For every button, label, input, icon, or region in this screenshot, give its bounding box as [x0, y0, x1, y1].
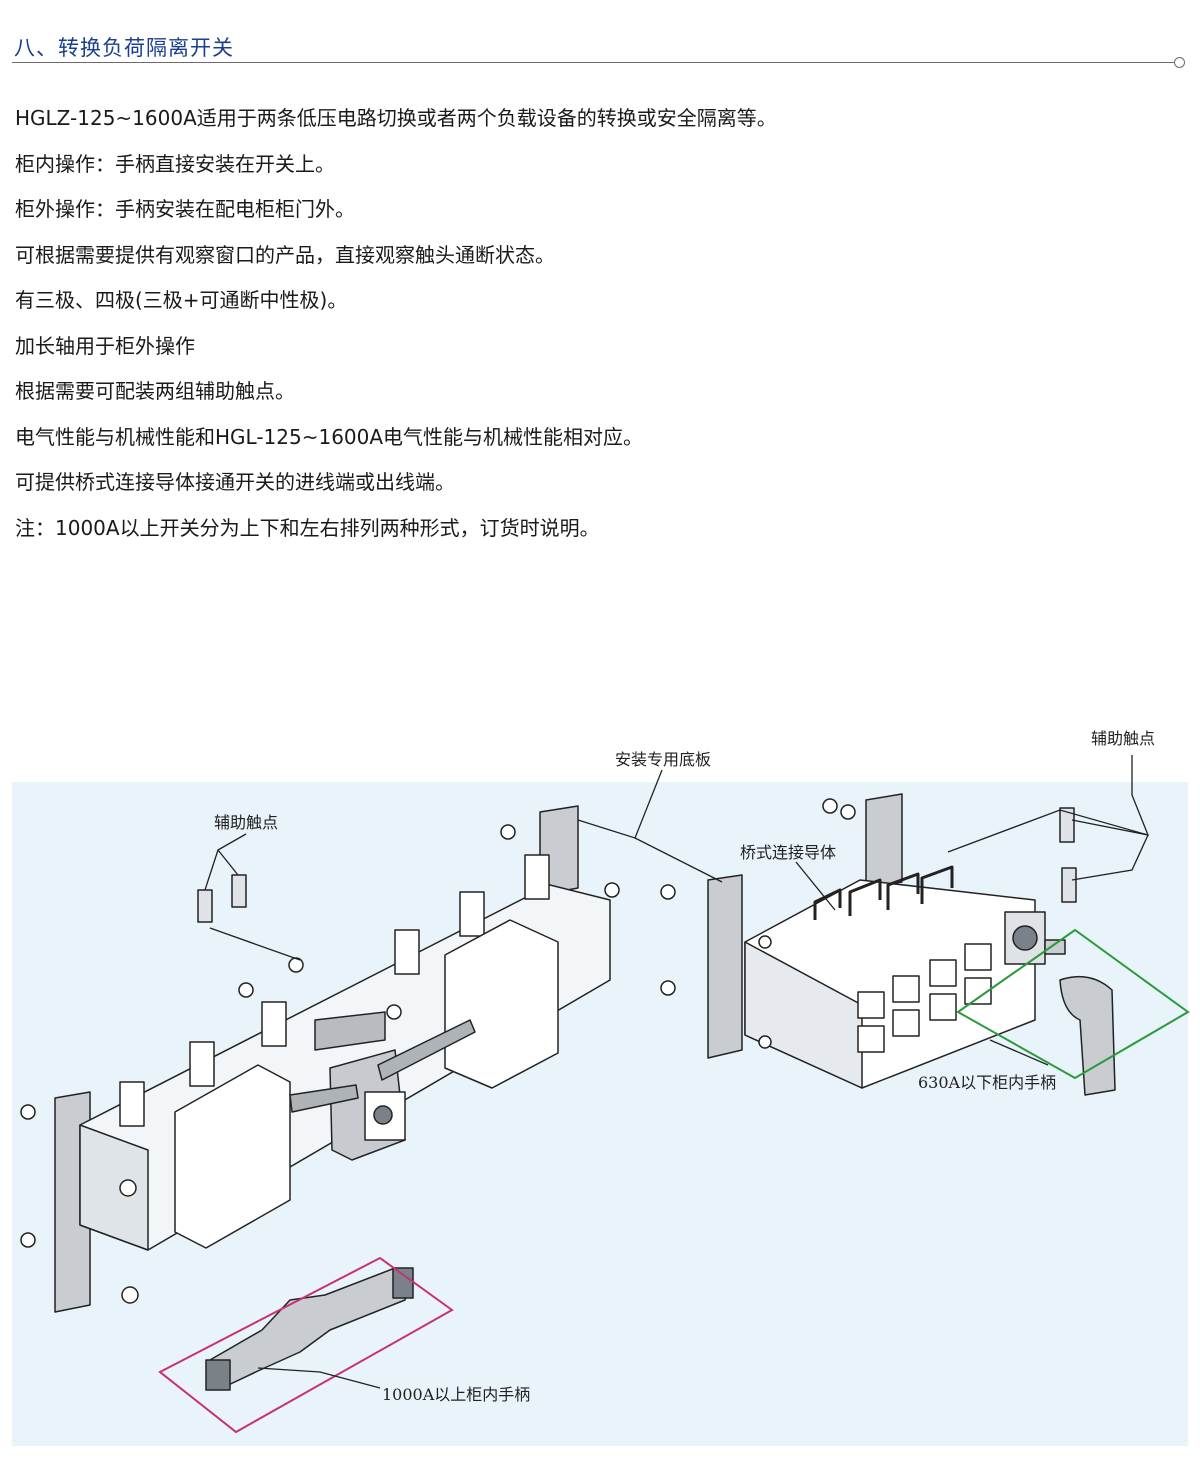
terminal-tab — [524, 854, 550, 900]
handle-630 — [1059, 975, 1116, 1096]
nut — [288, 957, 304, 973]
nut — [840, 804, 856, 820]
terminal-window — [892, 1009, 920, 1037]
terminal-window — [892, 975, 920, 1003]
mounting-plate-right-top — [865, 793, 903, 889]
aux-contact — [231, 874, 247, 908]
callout-handle-630: 630A以下柜内手柄 — [918, 1073, 1056, 1092]
switch-diagram: 辅助触点 安装专用底板 辅助触点 桥式连接导体 630A以下柜内手柄 1000A… — [0, 720, 1200, 1478]
shaft-end — [373, 1105, 393, 1125]
spec-line: 柜外操作：手柄安装在配电柜柜门外。 — [15, 197, 355, 221]
spec-line: 电气性能与机械性能和HGL-125~1600A电气性能与机械性能相对应。 — [15, 424, 644, 449]
handle-1000-grip — [392, 1267, 414, 1299]
aux-contact — [1059, 807, 1075, 843]
nut — [20, 1232, 36, 1248]
bridge-conductor — [920, 865, 954, 904]
handle-1000-grip — [205, 1359, 231, 1391]
linkage-arm — [289, 1084, 359, 1113]
handle-1000-drawing — [205, 1267, 414, 1391]
callout-mounting-plate: 安装专用底板 — [615, 750, 711, 769]
callout-aux-contact-left: 辅助触点 — [214, 813, 278, 832]
bolt — [758, 1035, 772, 1049]
switch-body-side — [79, 1124, 149, 1251]
compact-switch-drawing — [660, 793, 1116, 1096]
callout-bridge-conductor: 桥式连接导体 — [740, 843, 836, 862]
bolt — [119, 1179, 137, 1197]
terminal-tab — [394, 929, 420, 975]
shaft — [1044, 939, 1066, 955]
handle-1000-highlight — [158, 1256, 454, 1434]
bridge-conductor — [886, 872, 920, 910]
header-divider — [12, 62, 1174, 63]
terminal-window — [857, 991, 885, 1019]
terminal-tab — [459, 891, 485, 937]
shaft-end — [1012, 925, 1038, 951]
nut — [660, 980, 676, 996]
terminal-tab — [261, 1001, 287, 1047]
compact-body-side — [744, 941, 863, 1089]
bracket — [314, 1011, 386, 1051]
aux-contact — [197, 889, 213, 923]
section-header: 八、转换负荷隔离开关 — [12, 28, 1188, 68]
nut — [822, 798, 838, 814]
nut — [500, 824, 516, 840]
large-switch-drawing — [20, 805, 620, 1313]
callout-handle-1000: 1000A以上柜内手柄 — [382, 1385, 530, 1404]
bridge-conductor — [848, 878, 882, 916]
nut — [20, 1104, 36, 1120]
terminal-window — [964, 943, 992, 971]
spec-line: 可根据需要提供有观察窗口的产品，直接观察触头通断状态。 — [15, 242, 555, 267]
terminal-tab — [189, 1041, 215, 1087]
header-end-dot — [1174, 57, 1185, 68]
bolt — [121, 1286, 139, 1304]
spec-line: 加长轴用于柜外操作 — [15, 333, 195, 358]
terminal-window — [929, 993, 957, 1021]
spec-line: 柜内操作：手柄直接安装在开关上。 — [15, 151, 335, 176]
arc-chamber-left — [174, 1064, 291, 1249]
linkage-arm — [377, 1019, 476, 1081]
callout-aux-contact-right: 辅助触点 — [1091, 729, 1155, 748]
nut — [386, 1004, 402, 1020]
spec-line: HGLZ-125~1600A适用于两条低压电路切换或者两个负载设备的转换或安全隔… — [15, 106, 777, 130]
nut — [660, 884, 676, 900]
aux-contact — [1061, 867, 1077, 903]
spec-line: 可提供桥式连接导体接通开关的进线端或出线端。 — [15, 470, 455, 494]
nut — [604, 882, 620, 898]
handle-630-highlight — [956, 928, 1190, 1080]
arc-chamber-right — [444, 919, 559, 1089]
mounting-plate-right — [707, 874, 743, 1059]
spec-line: 有三极、四极(三极+可通断中性极)。 — [15, 288, 348, 312]
terminal-window — [857, 1025, 885, 1053]
switch-diagram-svg: 辅助触点 安装专用底板 辅助触点 桥式连接导体 630A以下柜内手柄 1000A… — [12, 729, 1190, 1446]
bridge-conductor — [813, 888, 842, 920]
section-title: 八、转换负荷隔离开关 — [14, 36, 234, 60]
nut — [238, 982, 254, 998]
terminal-window — [929, 959, 957, 987]
bolt — [758, 935, 772, 949]
spec-line: 注：1000A以上开关分为上下和左右排列两种形式，订货时说明。 — [15, 515, 600, 540]
spec-list: HGLZ-125~1600A适用于两条低压电路切换或者两个负载设备的转换或安全隔… — [15, 96, 777, 551]
terminal-tab — [119, 1081, 145, 1127]
spec-line: 根据需要可配装两组辅助触点。 — [15, 379, 295, 403]
leader-lines — [204, 755, 1150, 1389]
